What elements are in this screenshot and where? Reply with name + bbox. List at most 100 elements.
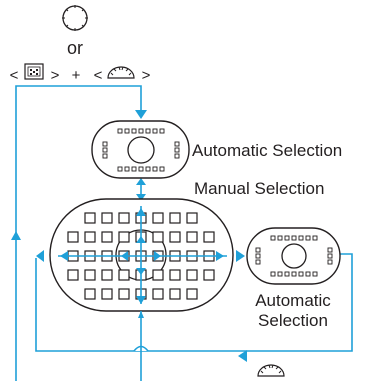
af-frame-manual: [49, 198, 234, 312]
arrow-up-center: [136, 236, 146, 243]
arrow-right-center: [154, 251, 161, 261]
arrow-down-inner: [136, 296, 146, 304]
af-point: [174, 147, 180, 153]
af-point: [131, 128, 137, 134]
af-point: [291, 271, 297, 277]
arrow-down-center: [136, 268, 146, 275]
af-point: [298, 235, 304, 241]
bracket-close-2: >: [142, 67, 151, 84]
af-point: [101, 288, 113, 300]
af-point: [138, 166, 144, 172]
af-point: [118, 269, 130, 281]
af-point: [101, 269, 113, 281]
af-point: [145, 128, 151, 134]
af-point: [174, 153, 180, 159]
af-point: [169, 269, 181, 281]
af-point: [186, 288, 198, 300]
bracket-close-1: >: [51, 67, 60, 84]
quick-control-dial-icon: [62, 5, 88, 31]
af-point: [291, 235, 297, 241]
af-point: [305, 235, 311, 241]
af-point: [327, 259, 333, 265]
arrow-left-manual: [36, 250, 44, 262]
label-manual-selection: Manual Selection: [194, 179, 324, 198]
af-point: [145, 166, 151, 172]
af-point: [67, 269, 79, 281]
or-text: or: [67, 38, 83, 58]
af-point: [284, 235, 290, 241]
af-point: [327, 247, 333, 253]
af-point-select-button-icon: [24, 63, 44, 80]
af-point: [255, 247, 261, 253]
label-automatic-right-line2: Selection: [258, 311, 328, 330]
arrow-left-center: [121, 251, 128, 261]
af-point: [284, 271, 290, 277]
af-point: [124, 166, 130, 172]
flow-arrowheads: [11, 110, 247, 362]
label-automatic-right-line1: Automatic: [255, 291, 331, 310]
af-point: [118, 212, 130, 224]
label-automatic-selection-top: Automatic Selection: [192, 141, 342, 160]
af-point: [102, 141, 108, 147]
af-point: [174, 141, 180, 147]
af-point: [186, 231, 198, 243]
af-point: [118, 231, 130, 243]
af-point: [298, 271, 304, 277]
arrow-up-to-top-frame: [136, 178, 146, 185]
af-point: [270, 235, 276, 241]
af-point: [270, 271, 276, 277]
af-point: [186, 212, 198, 224]
af-point: [312, 271, 318, 277]
bracket-open-2: <: [94, 67, 103, 84]
arrow-down-to-manual: [136, 194, 146, 201]
af-point: [102, 147, 108, 153]
af-point: [327, 253, 333, 259]
arrow-right-to-auto: [236, 250, 245, 262]
af-point: [203, 231, 215, 243]
af-frame-automatic-right: [246, 227, 341, 285]
af-point: [152, 212, 164, 224]
arrow-up-left: [11, 231, 21, 240]
af-point: [118, 288, 130, 300]
af-point: [84, 269, 96, 281]
af-point: [152, 166, 158, 172]
af-point: [152, 128, 158, 134]
af-point: [277, 271, 283, 277]
af-point: [131, 166, 137, 172]
arrow-down-top: [135, 110, 147, 119]
af-frame-automatic-top: [91, 120, 190, 179]
af-point: [159, 128, 165, 134]
af-point: [203, 269, 215, 281]
af-point: [305, 271, 311, 277]
af-point: [101, 212, 113, 224]
arrow-up-inner: [136, 208, 146, 216]
af-point: [152, 231, 164, 243]
af-point: [117, 128, 123, 134]
af-point: [152, 269, 164, 281]
af-point: [169, 231, 181, 243]
arrow-right-inner: [216, 251, 224, 261]
af-point: [169, 212, 181, 224]
af-point: [277, 235, 283, 241]
af-point: [138, 128, 144, 134]
af-point: [159, 166, 165, 172]
af-point: [186, 269, 198, 281]
af-point: [101, 231, 113, 243]
arrow-left-inner: [60, 251, 68, 261]
af-point: [124, 128, 130, 134]
af-point: [102, 153, 108, 159]
af-point: [169, 288, 181, 300]
af-point: [117, 166, 123, 172]
af-point: [84, 212, 96, 224]
arrow-left-bottom: [238, 350, 247, 362]
af-point: [255, 253, 261, 259]
af-point: [255, 259, 261, 265]
af-point: [84, 231, 96, 243]
bracket-open-1: <: [10, 67, 19, 84]
main-dial-icon-bottom: [257, 364, 285, 377]
plus-sign: +: [72, 67, 81, 84]
af-point: [67, 231, 79, 243]
main-dial-icon: [107, 66, 135, 79]
